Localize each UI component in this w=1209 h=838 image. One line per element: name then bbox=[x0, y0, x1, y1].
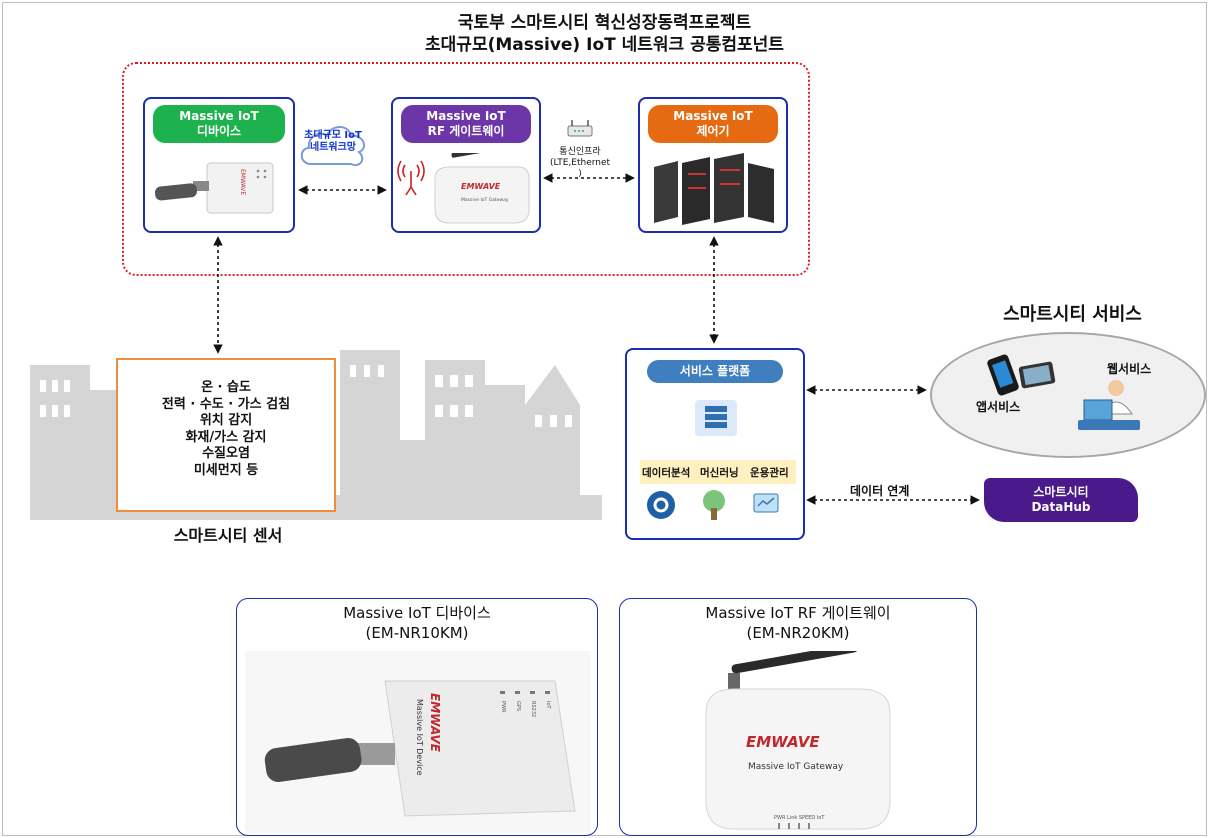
building-icon bbox=[30, 350, 602, 520]
title-line-2: 초대규모(Massive) IoT 네트워크 공통컴포넌트 bbox=[425, 35, 784, 55]
device-product-model: (EM-NR10KM) bbox=[365, 624, 469, 642]
network-cloud-line2: 네트워크망 bbox=[310, 142, 356, 153]
controller-pill-line1: Massive IoT bbox=[673, 109, 753, 123]
function-machine-learning: 머신러닝 bbox=[700, 467, 739, 479]
gateway-led-label: PWR Link SPEED IoT bbox=[774, 815, 825, 821]
service-platform-pill: 서비스 플랫폼 bbox=[647, 360, 783, 383]
web-user-icon bbox=[1078, 380, 1140, 430]
device-card: Massive IoT 디바이스 EMWAVE bbox=[143, 97, 295, 233]
device-photo-brand: EMWAVE bbox=[428, 693, 442, 753]
smartcity-services-ellipse bbox=[930, 332, 1206, 458]
tablet-icon bbox=[1018, 361, 1056, 389]
platform-function-strip: 데이터분석 머신러닝 운용관리 bbox=[640, 460, 796, 484]
iot-network-group bbox=[122, 62, 810, 276]
device-product-photo: EMWAVE Massive IoT Device PWR GPS RS232 … bbox=[245, 651, 591, 833]
web-service-label: 웹서비스 bbox=[1107, 362, 1152, 376]
gateway-pill-line1: Massive IoT bbox=[426, 109, 506, 123]
device-pill: Massive IoT 디바이스 bbox=[153, 105, 285, 143]
router-icon bbox=[567, 120, 593, 137]
phone-icon bbox=[987, 354, 1019, 396]
gateway-card: Massive IoT RF 게이트웨이 EMWAVE Massive IoT … bbox=[391, 97, 541, 233]
datahub-line2: DataHub bbox=[1031, 500, 1091, 514]
datahub-line1: 스마트시티 bbox=[1033, 485, 1089, 499]
gateway-photo-brand: EMWAVE bbox=[746, 733, 820, 751]
cloud-icon bbox=[300, 126, 366, 166]
device-led-label: GPS bbox=[515, 701, 521, 711]
function-operations: 운용관리 bbox=[750, 467, 789, 479]
device-product-title: Massive IoT 디바이스 bbox=[343, 604, 491, 622]
sensor-item: 미세먼지 등 bbox=[193, 462, 259, 478]
device-pill-line1: Massive IoT bbox=[179, 109, 259, 123]
monitor-icon bbox=[753, 493, 779, 513]
gateway-product-card: Massive IoT RF 게이트웨이 (EM-NR20KM) EMWAVE … bbox=[619, 598, 977, 836]
controller-card: Massive IoT 제어기 bbox=[638, 97, 788, 233]
gear-icon bbox=[647, 491, 675, 519]
smartcity-services-title: 스마트시티 서비스 bbox=[1003, 304, 1142, 325]
sensor-item: 수질오염 bbox=[202, 446, 250, 461]
gateway-pill-line2: RF 게이트웨이 bbox=[427, 124, 505, 138]
gateway-product-title: Massive IoT RF 게이트웨이 bbox=[705, 604, 891, 622]
data-link-label: 데이터 연계 bbox=[850, 484, 910, 498]
device-photo-model: Massive IoT Device bbox=[415, 699, 424, 776]
controller-pill-line2: 제어기 bbox=[696, 124, 730, 138]
antenna-icon bbox=[397, 160, 425, 196]
network-cloud-line1: 초대규모 IoT bbox=[304, 130, 362, 141]
device-led-label: RS232 bbox=[530, 701, 536, 717]
iot-device-image: EMWAVE bbox=[154, 162, 274, 214]
device-led-label: IoT bbox=[545, 701, 551, 710]
brain-icon bbox=[703, 490, 725, 520]
sensor-item: 전력 · 수도 · 가스 검침 bbox=[161, 396, 291, 412]
gateway-image: EMWAVE Massive IoT Gateway bbox=[397, 153, 530, 224]
device-pill-line2: 디바이스 bbox=[196, 124, 242, 138]
sensor-item: 온 · 습도 bbox=[201, 380, 251, 395]
device-led-label: PWR bbox=[500, 701, 506, 713]
gateway-pill: Massive IoT RF 게이트웨이 bbox=[401, 105, 531, 143]
network-cloud-label: 초대규모 IoT 네트워크망 bbox=[297, 130, 369, 154]
gateway-brand-text: EMWAVE bbox=[461, 182, 501, 191]
sensor-item: 화재/가스 감지 bbox=[185, 429, 267, 445]
gateway-product-model: (EM-NR20KM) bbox=[746, 624, 850, 642]
server-stack-icon bbox=[695, 400, 737, 436]
title-line-1: 국토부 스마트시티 혁신성장동력프로젝트 bbox=[457, 13, 752, 33]
datahub-box: 스마트시티 DataHub bbox=[984, 478, 1138, 522]
device-product-card: Massive IoT 디바이스 (EM-NR10KM) EMWAVE Mass… bbox=[236, 598, 598, 836]
app-service-label: 앱서비스 bbox=[976, 400, 1021, 414]
sensor-item: 위치 감지 bbox=[199, 413, 253, 428]
sensor-list-box: 온 · 습도 전력 · 수도 · 가스 검침 위치 감지 화재/가스 감지 수질… bbox=[116, 358, 336, 512]
function-data-analysis: 데이터분석 bbox=[642, 467, 691, 479]
device-brand-text: EMWAVE bbox=[239, 169, 246, 195]
svg-text:Massive IoT Gateway: Massive IoT Gateway bbox=[461, 197, 509, 203]
server-rack-icon bbox=[654, 153, 774, 225]
gateway-photo-model: Massive IoT Gateway bbox=[748, 762, 844, 772]
gateway-product-photo: EMWAVE Massive IoT Gateway PWR Link SPEE… bbox=[705, 651, 891, 830]
controller-pill: Massive IoT 제어기 bbox=[648, 105, 778, 143]
comm-infra-line1: 통신인프라 bbox=[559, 147, 601, 157]
sensors-label: 스마트시티 센서 bbox=[173, 526, 283, 545]
